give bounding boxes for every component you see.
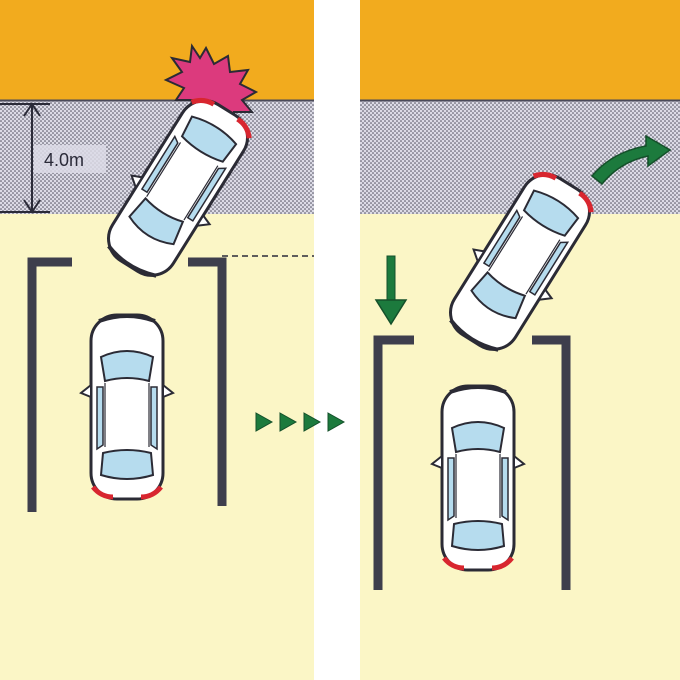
chevron-right-icon xyxy=(303,412,322,432)
chevron-right-icon xyxy=(255,412,274,432)
exit-arrow-icon xyxy=(590,134,672,186)
progress-chevrons xyxy=(255,412,346,432)
parked-car xyxy=(81,315,173,499)
dimension-marker xyxy=(0,102,50,214)
parked-car xyxy=(432,386,524,570)
wall xyxy=(0,0,314,100)
panel-after xyxy=(360,0,680,680)
parking-line-left xyxy=(27,257,72,512)
chevron-right-icon xyxy=(327,412,346,432)
chevron-right-icon xyxy=(279,412,298,432)
parking-line-right xyxy=(532,335,571,590)
parking-line-left xyxy=(373,335,414,590)
panel-before: 4.0m xyxy=(0,0,392,680)
dimension-label: 4.0m xyxy=(44,150,84,170)
panel-divider xyxy=(314,0,360,680)
down-arrow-icon xyxy=(374,255,408,326)
parking-line-right xyxy=(188,257,227,506)
wall xyxy=(360,0,680,100)
